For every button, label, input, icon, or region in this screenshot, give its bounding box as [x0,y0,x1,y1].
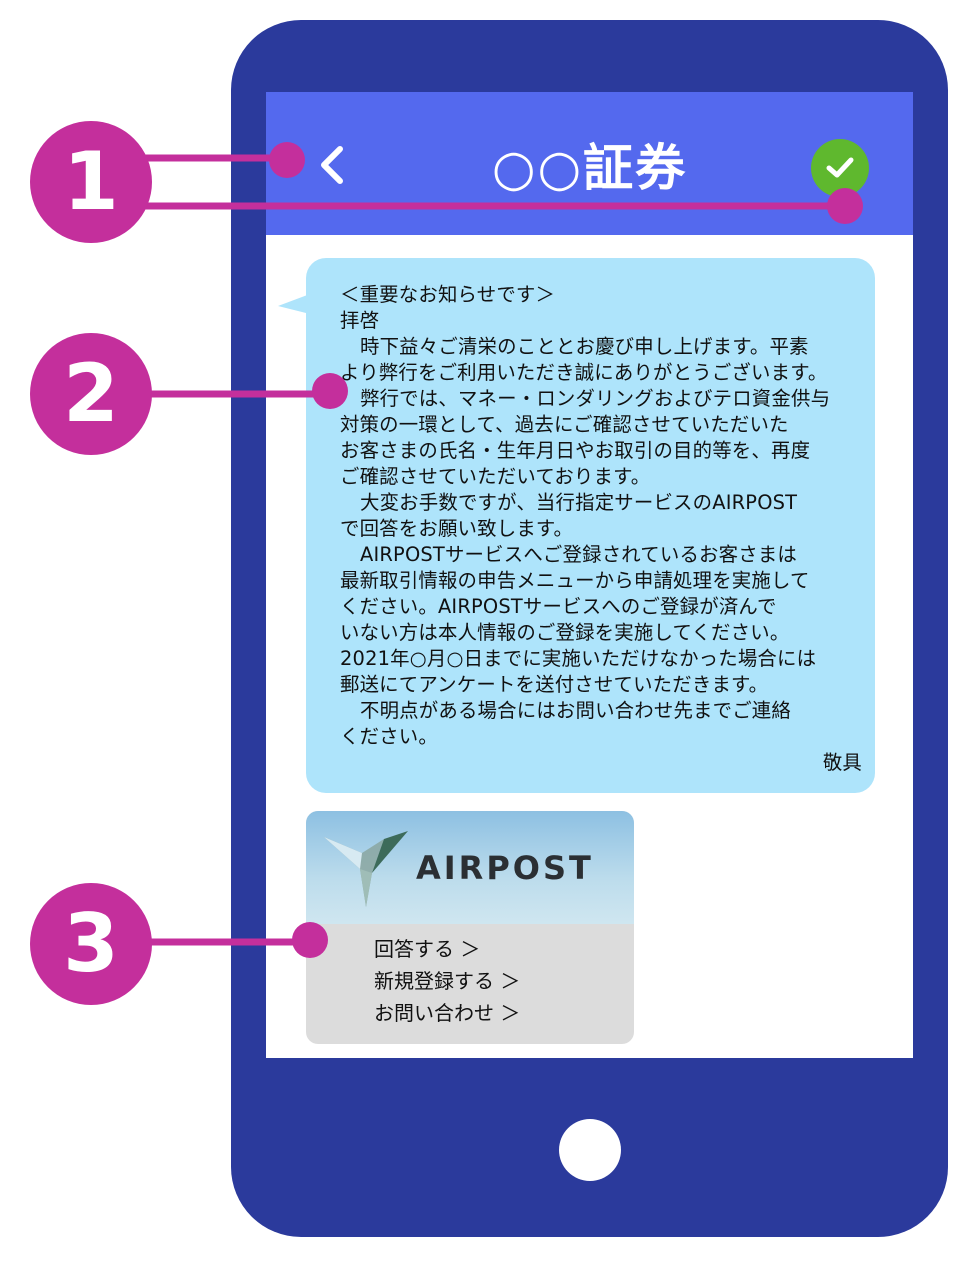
message-line: で回答をお願い致します。 [340,517,574,540]
message-text: ＜重要なお知らせです＞ 拝啓時下益々ご清栄のこととお慶び申し上げます。平素より弊行… [340,282,862,776]
register-link[interactable]: 新規登録する ＞ [374,969,521,993]
answer-link[interactable]: 回答する ＞ [374,937,481,961]
phone-screen: ○○証券 ＜重要なお知らせです＞ 拝啓時下益々ご清栄のこととお慶び申し上げます。平… [266,92,913,1058]
sender-title: ○○証券 [491,139,688,197]
message-line: ください。 [340,725,438,748]
message-line: ＜重要なお知らせです＞ [340,283,556,306]
airpost-logo-icon [324,831,408,907]
message-line: 2021年○月○日までに実施いただけなかった場合には [340,647,817,670]
message-line: 時下益々ご清栄のこととお慶び申し上げます。平素 [360,335,809,358]
callout-badge-3: 3 [30,883,152,1005]
message-line: 最新取引情報の申告メニューから申請処理を実施して [340,569,810,592]
chat-header: ○○証券 [266,92,913,235]
message-line: 郵送にてアンケートを送付させていただきます。 [340,673,769,696]
message-line: 対策の一環として、過去にご確認させていただいた [340,413,789,436]
message-line: 大変お手数ですが、当行指定サービスのAIRPOST [360,491,798,514]
message-line: ご確認させていただいております。 [340,465,651,488]
message-line: 不明点がある場合にはお問い合わせ先までご連絡 [360,699,791,722]
message-line: いない方は本人情報のご登録を実施してください。 [340,621,790,644]
airpost-card: AIRPOST 回答する ＞ 新規登録する ＞ お問い合わせ ＞ [306,811,634,1044]
message-line: 拝啓 [340,309,380,332]
message-line: 弊行では、マネー・ロンダリングおよびテロ資金供与 [360,387,831,410]
message-line: AIRPOSTサービスへご登録されているお客さまは [360,543,798,566]
message-line: 敬具 [822,751,862,774]
message-bubble: ＜重要なお知らせです＞ 拝啓時下益々ご清栄のこととお慶び申し上げます。平素より弊行… [306,258,875,793]
chevron-left-icon[interactable] [316,145,346,185]
card-banner: AIRPOST [306,811,634,924]
message-line: より弊行をご利用いただき誠にありがとうございます。 [340,361,828,384]
inquiry-link[interactable]: お問い合わせ ＞ [374,1001,521,1025]
card-menu: 回答する ＞ 新規登録する ＞ お問い合わせ ＞ [374,933,520,1029]
check-icon [811,139,869,197]
callout-badge-2: 2 [30,333,152,455]
message-line: ください。AIRPOSTサービスへのご登録が済んで [340,595,777,618]
bubble-tail [278,294,310,314]
card-brand: AIRPOST [416,849,594,887]
message-line: お客さまの氏名・生年月日やお取引の目的等を、再度 [340,439,811,462]
home-button[interactable] [559,1119,621,1181]
callout-badge-1: 1 [30,121,152,243]
